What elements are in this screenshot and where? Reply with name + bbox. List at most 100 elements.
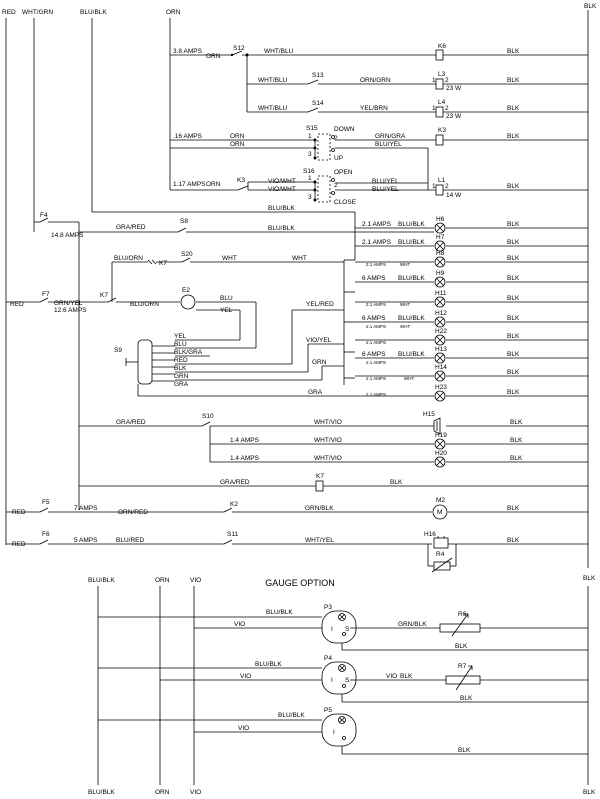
- bus-label-red-top: RED: [2, 9, 16, 16]
- wire-label-red-f6: RED: [12, 541, 26, 548]
- wire-label-blk-h12: BLK: [507, 315, 520, 322]
- wire-label-blk-h14: BLK: [507, 369, 520, 376]
- bus-label-blk-gauge-top: BLK: [583, 575, 596, 582]
- switch-label-s16: S16: [303, 168, 315, 175]
- lamp-label-h8: H8: [436, 250, 445, 257]
- switch-label-s11: S11: [227, 531, 238, 538]
- wire-label-blk-p3: BLK: [455, 643, 468, 650]
- pin-1-s15: 1: [308, 133, 312, 140]
- lamp-label-h9: H9: [436, 270, 445, 277]
- wire-label-wht-s20b: WHT: [292, 255, 307, 262]
- lamp-row-h23: [138, 390, 588, 402]
- amp-label-h20: 1.4 AMPS: [230, 455, 260, 462]
- wire-label-blu-blk-h13: BLU/BLK: [398, 351, 425, 358]
- f6-circuit: [6, 536, 588, 573]
- amp-label-1-17: 1.17 AMPS: [173, 181, 206, 188]
- lamp-row-h13: [355, 352, 588, 364]
- lamp-row-h7: [355, 240, 588, 252]
- lamp-label-h23: H23: [435, 384, 447, 391]
- main-buses: [5, 10, 589, 568]
- gauge-i-p3: I: [331, 626, 333, 633]
- lamp-label-h20: H20: [435, 450, 447, 457]
- amp-label-14-8: 14.8 AMPS: [51, 232, 84, 239]
- amp-label-12-6: 12.6 AMPS: [54, 307, 87, 314]
- wire-label-blu-s9: BLU: [174, 341, 187, 348]
- wire-label-orn-s16: ORN: [206, 181, 221, 188]
- k7-coil-circuit: [79, 480, 588, 492]
- bus-label-vio-gauge-bottom: VIO: [190, 789, 201, 796]
- wire-label-blu-e2: BLU: [220, 295, 233, 302]
- gauge-label-p3: P3: [324, 604, 332, 611]
- amp-label-h9: 6 AMPS: [362, 275, 386, 282]
- wire-label-blu-blk-h6: BLU/BLK: [398, 221, 425, 228]
- amp-label-5: 5 AMPS: [74, 537, 98, 544]
- pin-2-s16: 2: [334, 182, 338, 189]
- wire-label-wht-blu-l4: WHT/BLU: [258, 105, 288, 112]
- wire-label-blu-yel-s16b: BLU/YEL: [372, 186, 399, 193]
- switch-label-s8: S8: [180, 218, 188, 225]
- wire-label-wht-s20a: WHT: [222, 255, 237, 262]
- bus-label-wht-grn-top: WHT/GRN: [22, 9, 53, 16]
- wire-label-wht-vio-h15: WHT/VIO: [314, 419, 342, 426]
- wire-label-blk-h15: BLK: [510, 419, 523, 426]
- wire-label-blk-l1: BLK: [507, 183, 520, 190]
- switch-state-close: CLOSE: [334, 199, 357, 206]
- pin-1-l3: 1: [432, 77, 436, 84]
- wire-label-wht-yel: WHT/YEL: [305, 537, 334, 544]
- resistor-label-r4: R4: [436, 551, 445, 558]
- wire-label-blu-blk-h12: BLU/BLK: [398, 315, 425, 322]
- bus-label-orn-gauge-bottom: ORN: [155, 789, 170, 796]
- f7-circuit: [6, 294, 257, 348]
- lamp-label-h11: H11: [435, 290, 447, 297]
- switch-label-s10: S10: [202, 413, 214, 420]
- relay-label-k3: K3: [438, 127, 446, 134]
- fuse-label-f4: F4: [40, 212, 48, 219]
- relay-label-k3-s16: K3: [237, 177, 245, 184]
- bus-label-blu-blk-gauge-top: BLU/BLK: [88, 577, 115, 584]
- lamp-row-h6: [355, 222, 588, 234]
- amp-label-h13: 6 AMPS: [362, 351, 386, 358]
- lamp-watt-l4: 23 W: [446, 113, 462, 120]
- wire-label-blu-blk-s8: BLU/BLK: [268, 225, 295, 232]
- wire-label-gra-red-s10: GRA/RED: [116, 419, 146, 426]
- pin-2-l1: 2: [445, 183, 449, 190]
- wire-label-blk-m2: BLK: [507, 505, 520, 512]
- fuse-label-f5: F5: [42, 499, 50, 506]
- amp-label-h22: 2.1 AMPS: [366, 340, 386, 345]
- sub-wire-label-h12: WHT: [400, 324, 410, 329]
- gauge-p5: [98, 713, 588, 755]
- pin-1-s16: 1: [308, 175, 312, 182]
- f5-circuit: [6, 504, 588, 520]
- pin-1-l4: 1: [432, 105, 436, 112]
- wire-label-red-f5: RED: [12, 509, 26, 516]
- lamp-label-h6: H6: [436, 216, 445, 223]
- wire-label-yel-red: YEL/RED: [306, 301, 334, 308]
- wire-label-blu-yel-s15: BLU/YEL: [375, 141, 402, 148]
- wire-label-vio-blk-p4: VIO: [386, 673, 397, 680]
- wire-label-wht-blu-k6: WHT/BLU: [264, 48, 294, 55]
- wire-label-blk-h19: BLK: [510, 437, 523, 444]
- lamp-row-h8: [355, 256, 588, 268]
- wire-label-grn-h13: GRN: [312, 359, 327, 366]
- lamp-row-h22: [355, 334, 588, 346]
- wire-label-blk-l4: BLK: [507, 105, 520, 112]
- section-title-gauge-option: GAUGE OPTION: [265, 578, 335, 588]
- wire-label-blk-h22: BLK: [507, 333, 520, 340]
- motor-symbol-m: M: [437, 509, 442, 516]
- wire-label-wht-h8: WHT: [400, 262, 410, 267]
- pin-3-s15: 3: [308, 151, 312, 158]
- f4-circuit: [34, 217, 434, 510]
- wire-label-blk-h23: BLK: [507, 389, 520, 396]
- lamp-label-h12: H12: [435, 310, 447, 317]
- wire-label-blk-s9: BLK: [174, 365, 187, 372]
- lamp-row-h14: [355, 370, 588, 382]
- gauge-i-p4: I: [331, 677, 333, 684]
- pin-2-s15: 2: [334, 135, 338, 142]
- wire-label-blu-blk-p5: BLU/BLK: [278, 712, 305, 719]
- wire-label-blk-k3: BLK: [507, 133, 520, 140]
- resistor-label-r7: R7: [458, 663, 467, 670]
- amp-label-h19: 1.4 AMPS: [230, 437, 260, 444]
- wire-label-orn-s15a: ORN: [230, 133, 245, 140]
- wire-label-blk-gra: BLK/GRA: [174, 349, 203, 356]
- gauge-s-p3: S: [345, 626, 350, 633]
